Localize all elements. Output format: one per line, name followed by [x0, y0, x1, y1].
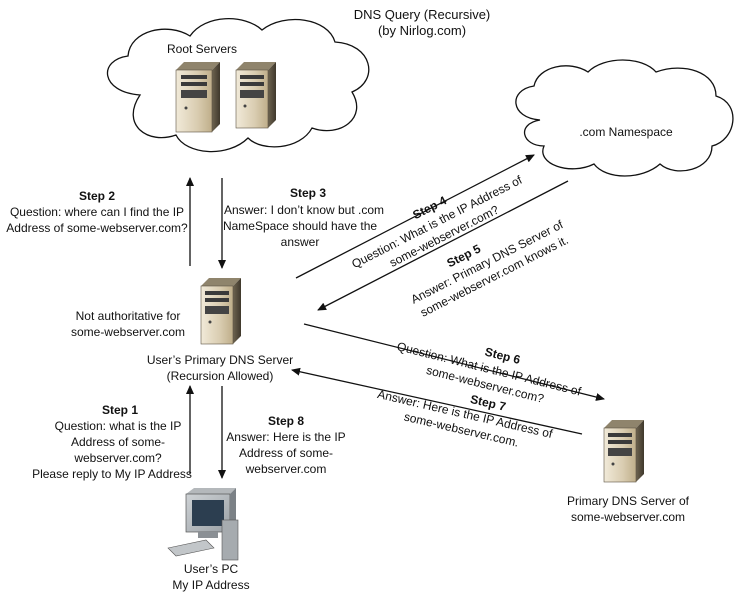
step-8-title: Step 8	[268, 414, 304, 428]
webserver-dns-server-icon	[603, 420, 644, 483]
user-pc-icon	[167, 488, 239, 561]
diagram-subtitle: (by Nirlog.com)	[378, 23, 466, 38]
step-2-text: Address of some-webserver.com?	[6, 221, 188, 235]
step-4-arrow	[295, 154, 535, 279]
not-authoritative-note: Not authoritative for	[76, 309, 181, 323]
root-server-icon	[235, 62, 276, 129]
step-8-text: webserver.com	[245, 462, 327, 476]
primary-dns-server-label: User’s Primary DNS Server	[147, 353, 293, 367]
diagram-title: DNS Query (Recursive)	[354, 7, 491, 22]
webserver-dns-domain-label: some-webserver.com	[571, 510, 685, 524]
not-authoritative-note-domain: some-webserver.com	[71, 325, 185, 339]
step-1-text: Question: what is the IP	[55, 419, 182, 433]
step-1-title: Step 1	[102, 403, 138, 417]
step-3-text: NameSpace should have the	[223, 219, 377, 233]
step-1-text: webserver.com?	[73, 451, 162, 465]
my-ip-address-label: My IP Address	[172, 578, 249, 592]
root-server-icon	[175, 62, 220, 133]
step-3-text: Answer: I don’t know but .com	[224, 203, 384, 217]
webserver-dns-label: Primary DNS Server of	[567, 494, 690, 508]
root-servers-label: Root Servers	[167, 42, 237, 56]
user-pc-label: User’s PC	[184, 562, 239, 576]
com-namespace-cloud	[515, 59, 734, 177]
step-8-text: Address of some-	[239, 446, 333, 460]
step-3-title: Step 3	[290, 186, 326, 200]
primary-dns-server-icon	[200, 278, 241, 345]
step-5-text: some-webserver.com knows it.	[418, 233, 571, 320]
step-2-text: Question: where can I find the IP	[10, 205, 184, 219]
step-8-text: Answer: Here is the IP	[226, 430, 345, 444]
step-1-text: Please reply to My IP Address	[32, 467, 192, 481]
step-5-arrow	[317, 180, 569, 311]
recursion-allowed-label: (Recursion Allowed)	[167, 369, 274, 383]
step-7-arrow	[291, 367, 583, 435]
step-1-text: Address of some-	[71, 435, 165, 449]
step-3-text: answer	[281, 235, 320, 249]
step-2-title: Step 2	[79, 189, 115, 203]
step-6-arrow	[303, 323, 605, 401]
com-namespace-label: .com Namespace	[579, 125, 673, 139]
